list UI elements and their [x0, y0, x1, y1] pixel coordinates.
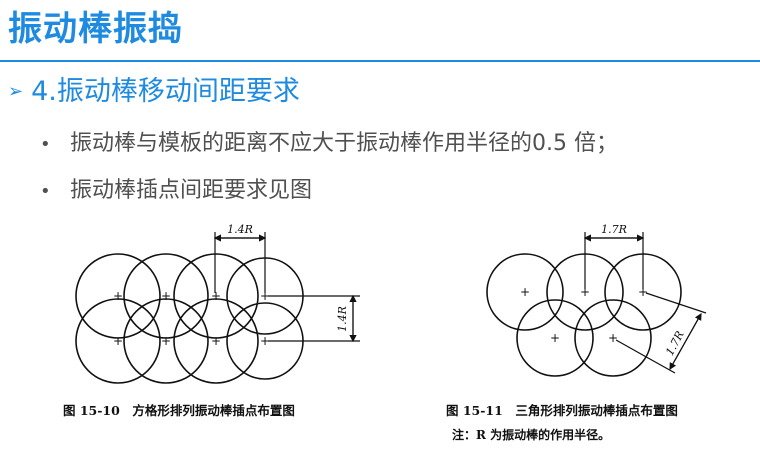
figure-caption: 图 15-11 三角形排列振动棒插点布置图	[446, 403, 678, 418]
square-layout-diagram	[75, 253, 304, 384]
dimension-label: 1.7R	[663, 329, 687, 358]
dimension-label: 1.4R	[227, 223, 253, 236]
triangle-layout-diagram	[486, 253, 682, 377]
influence-circle	[123, 253, 209, 339]
figure-note: 注：R 为振动棒的作用半径。	[452, 428, 611, 442]
svg-text:+: +	[161, 334, 171, 348]
dimension-horizontal-right	[583, 232, 645, 289]
bullet-text: 振动棒与模板的距离不应大于振动棒作用半径的0.5 倍；	[70, 131, 618, 156]
dimension-diagonal-right	[615, 292, 707, 374]
bullet-item: • 振动棒插点间距要求见图	[40, 174, 312, 209]
dimension-vertical-left	[268, 294, 360, 343]
svg-text:+: +	[580, 285, 590, 299]
bullet-dot-icon: •	[40, 134, 51, 155]
bullet-dot-icon: •	[40, 181, 51, 202]
influence-circle	[173, 298, 259, 384]
bullet-item: • 振动棒与模板的距离不应大于振动棒作用半径的0.5 倍；	[40, 127, 618, 162]
figure-caption: 图 15-10 方格形排列振动棒插点布置图	[63, 403, 295, 418]
section-heading-text: 4.振动棒移动间距要求	[31, 76, 300, 107]
insertion-points: + + + + + + + +	[113, 289, 270, 348]
slide-title: 振动棒振捣	[8, 9, 183, 49]
influence-circle	[173, 253, 259, 339]
influence-circle	[486, 253, 564, 331]
svg-text:+: +	[550, 331, 560, 345]
vibrator-layout-diagrams: + + + + + + + + 1.4R 1.4R + + +	[75, 223, 707, 384]
svg-text:+: +	[161, 289, 171, 303]
svg-text:+: +	[260, 289, 270, 303]
svg-text:+: +	[260, 334, 270, 348]
svg-text:+: +	[520, 285, 530, 299]
insertion-points: + + + + +	[520, 285, 648, 345]
dimension-label: 1.7R	[601, 223, 627, 236]
bullet-text: 振动棒插点间距要求见图	[70, 178, 313, 203]
svg-text:+: +	[211, 334, 221, 348]
arrow-bullet-icon: ➢	[8, 81, 24, 102]
section-heading: ➢ 4.振动棒移动间距要求	[8, 72, 300, 112]
svg-text:+: +	[211, 289, 221, 303]
influence-circle	[516, 299, 594, 377]
svg-text:+: +	[113, 334, 123, 348]
influence-circle	[75, 298, 161, 384]
svg-text:+: +	[608, 331, 618, 345]
influence-circle	[75, 253, 161, 339]
dimension-label: 1.4R	[336, 306, 349, 332]
title-divider	[0, 60, 760, 62]
svg-text:+: +	[638, 285, 648, 299]
influence-circle	[574, 299, 652, 377]
dimension-horizontal-left	[213, 232, 267, 293]
influence-circle	[123, 298, 209, 384]
svg-text:+: +	[113, 289, 123, 303]
